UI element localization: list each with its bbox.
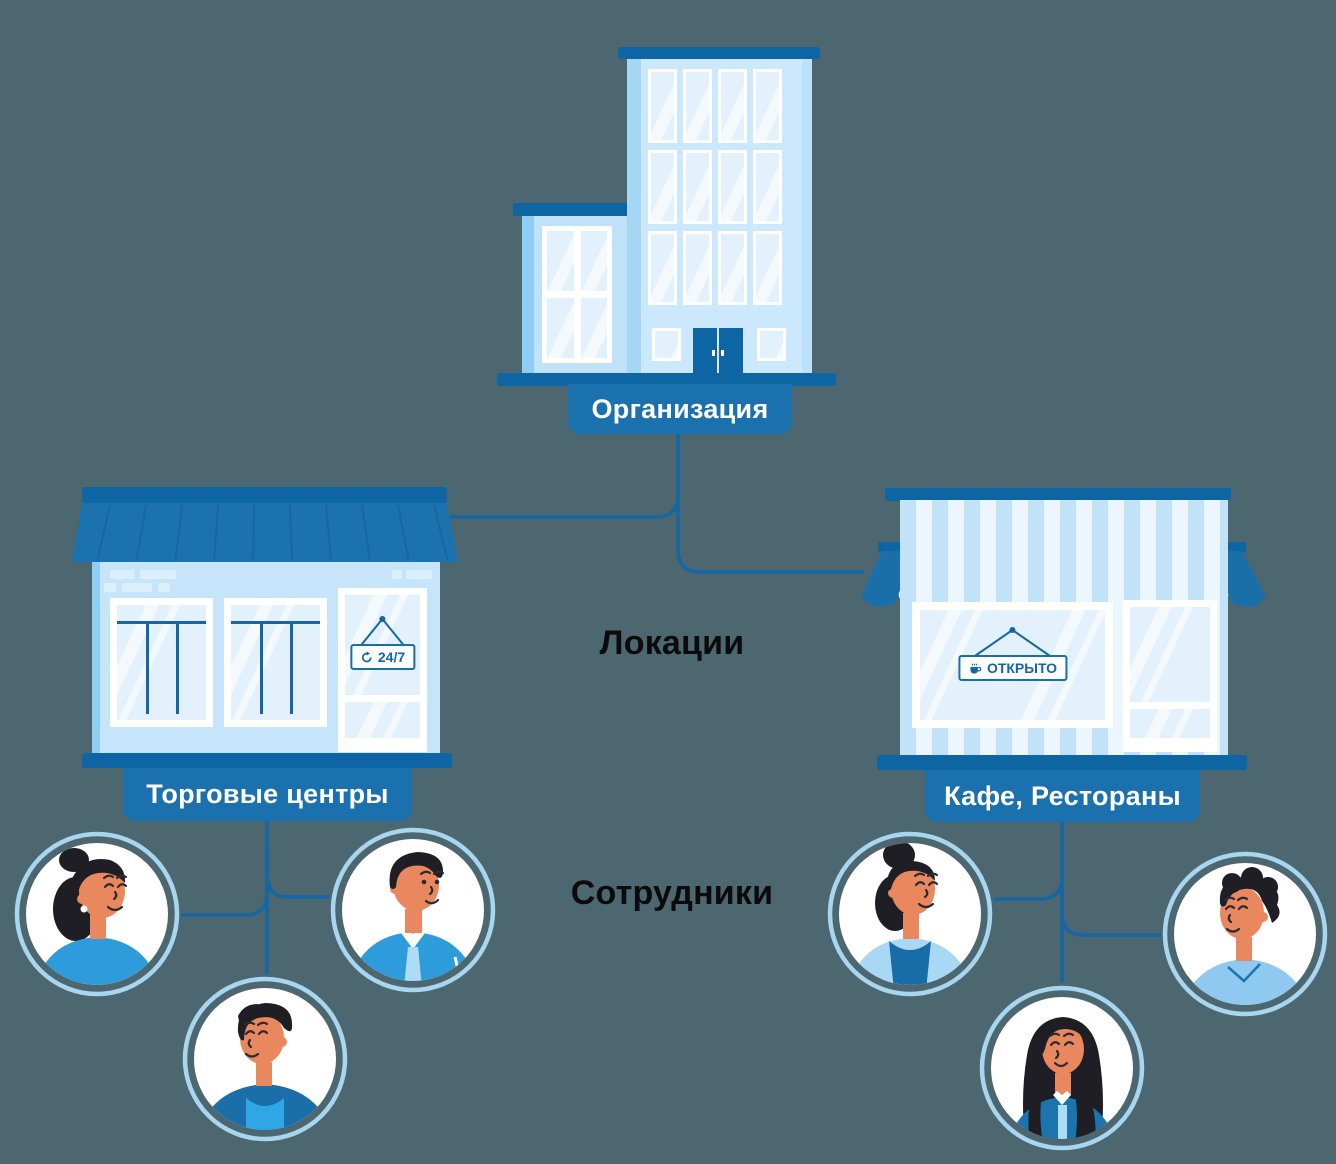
brick-detail — [158, 583, 170, 592]
avatar-cafe-employee-3 — [979, 985, 1145, 1151]
mall-display-window — [110, 598, 213, 727]
cafe-label: Кафе, Рестораны — [944, 780, 1181, 811]
org-tower-building — [627, 59, 812, 373]
window — [718, 69, 747, 143]
window-pane — [580, 298, 607, 358]
brick-detail — [140, 570, 176, 579]
org-annex-roof-cap — [513, 203, 629, 216]
org-annex-window — [542, 226, 612, 363]
window-pane — [547, 231, 574, 291]
cafe-hanging-sign: ОТКРЫТО — [957, 626, 1068, 681]
org-label-plate: Организация — [568, 384, 792, 434]
window — [683, 69, 712, 143]
section-label-employees: Сотрудники — [570, 874, 774, 912]
mall-door: 24/7 — [338, 588, 427, 752]
brick-detail — [392, 570, 402, 579]
window — [648, 150, 677, 224]
section-label-locations: Локации — [599, 624, 745, 662]
window — [683, 231, 712, 305]
brick-detail — [122, 583, 152, 592]
mall-ground-bar — [82, 753, 452, 768]
window — [648, 231, 677, 305]
sign-open: ОТКРЫТО — [957, 655, 1068, 681]
connector-cafes-left — [994, 852, 1064, 901]
window — [753, 69, 782, 143]
cafe-label-plate: Кафе, Рестораны — [925, 770, 1200, 822]
org-roof-cap — [618, 47, 820, 59]
sign-open-text: ОТКРЫТО — [986, 660, 1058, 676]
connector-malls-right — [265, 850, 329, 899]
window — [652, 328, 681, 361]
avatar-mall-employee-1 — [14, 831, 180, 997]
sign-24-7: 24/7 — [349, 644, 416, 670]
window — [718, 150, 747, 224]
window-pane — [547, 298, 574, 358]
window — [718, 231, 747, 305]
avatar-cafe-employee-1 — [827, 831, 993, 997]
cafe-ground-bar — [877, 755, 1247, 770]
mall-building-facade: 24/7 — [92, 562, 440, 757]
brick-detail — [104, 583, 116, 592]
avatar-cafe-employee-2 — [1162, 851, 1328, 1017]
cafe-door — [1123, 600, 1217, 752]
brick-detail — [406, 570, 432, 579]
org-entrance-door — [693, 328, 743, 373]
window-pane — [580, 231, 607, 291]
mall-label-plate: Торговые центры — [123, 768, 412, 821]
window — [683, 150, 712, 224]
connector-cafes-right — [1060, 888, 1161, 937]
mall-hanging-sign: 24/7 — [349, 615, 416, 670]
connector-org-to-cafes — [676, 433, 864, 574]
cafe-display-window: ОТКРЫТО — [912, 602, 1113, 728]
coffee-cup-icon — [969, 663, 981, 674]
cafe-building-facade: ОТКРЫТО — [900, 500, 1228, 757]
mall-label: Торговые центры — [146, 779, 389, 809]
window — [753, 150, 782, 224]
sign-24-7-text: 24/7 — [377, 649, 406, 665]
mall-roof-cap — [82, 487, 447, 503]
cafe-roof-cap — [885, 488, 1231, 501]
org-annex-building — [522, 216, 627, 373]
window — [753, 231, 782, 305]
mall-display-window — [224, 598, 327, 727]
sign-strings — [972, 627, 1053, 658]
window — [757, 328, 786, 361]
avatar-mall-employee-2 — [330, 827, 496, 993]
org-ground-bar — [497, 373, 836, 386]
org-window-grid — [648, 69, 782, 305]
window — [648, 69, 677, 143]
avatar-mall-employee-3 — [182, 976, 348, 1142]
org-label: Организация — [591, 393, 769, 424]
sign-strings — [359, 616, 406, 647]
connector-malls-left — [181, 868, 269, 917]
mall-roof — [72, 503, 458, 562]
around-the-clock-icon — [361, 650, 372, 662]
brick-detail — [110, 570, 134, 579]
